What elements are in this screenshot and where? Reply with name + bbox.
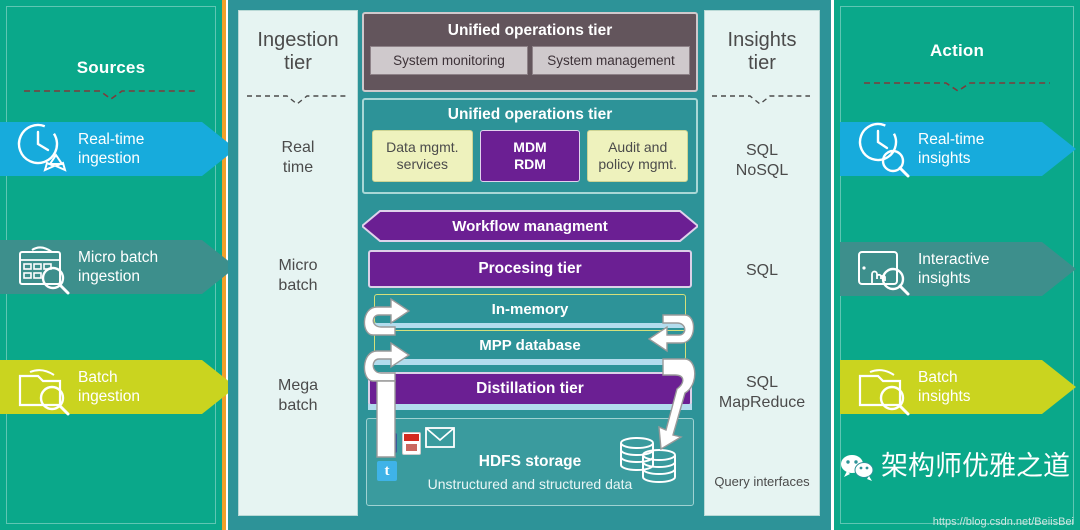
chip-label: Micro batch ingestion [78,248,158,286]
chip-batch-insights[interactable]: Batch insights [840,356,1076,418]
ingestion-title-line1: Ingestion [257,29,339,51]
ingestion-dashed-connector [245,93,349,107]
chip-label: Real-time insights [918,130,984,168]
chip-label: Batch insights [918,368,971,406]
hdfs-storage-subtitle: Unstructured and structured data [427,476,633,492]
insights-tier-title: Insights tier [705,29,819,75]
arrow-shape [0,122,236,176]
calendar-search-icon [12,238,78,296]
insights-row-sql-nosql: SQL NoSQL [705,141,819,181]
system-monitoring-box[interactable]: System monitoring [370,46,528,75]
chip-label-line2: insights [918,150,971,167]
ingestion-row-mega-batch: Mega batch [239,376,357,416]
ingestion-row-0-line2: time [282,159,314,176]
ingestion-row-2-line1: Mega [277,377,319,394]
chip-label-line1: Interactive [918,251,990,268]
insights-row-1-line1: SQL [745,262,778,279]
chip-real-time-ingestion[interactable]: Real-time ingestion [0,118,236,180]
clock-recycle-icon [12,120,78,178]
insights-row-0-line1: SQL [745,142,778,159]
audit-line1: Audit and [608,139,668,155]
tablet-touch-search-icon [852,240,918,298]
insights-tier-panel: Insights tier SQL NoSQL SQL SQL MapReduc… [704,10,820,516]
chip-label-line2: ingestion [78,388,141,405]
database-stack-icon [617,433,679,496]
ingestion-row-1-line1: Micro [278,257,318,274]
pdf-icon [402,432,421,455]
hdfs-storage-title: HDFS storage [478,453,582,470]
chip-label-line1: Real-time [78,131,145,148]
folder-search-icon [12,358,78,416]
ingestion-row-micro-batch: Micro batch [239,256,357,296]
data-mgmt-services-box[interactable]: Data mgmt. services [372,130,473,182]
insights-row-sql-mapreduce: SQL MapReduce [705,373,819,413]
uot-top-title: Unified operations tier [447,22,613,39]
mdm-rdm-box[interactable]: MDM RDM [479,130,581,182]
hdfs-storage-box: f t HDFS storage Unstructured and struct… [366,418,694,506]
chip-label-line1: Batch [78,369,118,386]
chip-batch-ingestion[interactable]: Batch ingestion [0,356,236,418]
ingestion-title-line2: tier [284,52,312,74]
watermark-text: 架构师优雅之道 [881,451,1070,482]
sources-dashed-connector [22,88,200,102]
system-management-box[interactable]: System management [532,46,690,75]
chip-real-time-insights[interactable]: Real-time insights [840,118,1076,180]
folder-search-icon [852,358,918,416]
action-dashed-connector [862,80,1052,94]
insights-row-sql: SQL [705,261,819,281]
data-mgmt-line2: services [396,156,449,172]
chip-label-line2: ingestion [78,268,141,285]
insights-title-line2: tier [748,52,776,74]
chip-interactive-insights[interactable]: Interactive insights [840,238,1076,300]
arrow-shape [840,242,1076,296]
envelope-icon [425,427,455,453]
insights-query-interfaces-label: Query interfaces [714,474,810,489]
center-action-divider [828,0,831,530]
insights-dashed-connector [710,93,812,107]
wechat-icon [840,453,874,481]
chip-label-line2: ingestion [78,150,141,167]
chip-label: Interactive insights [918,250,990,288]
twitter-icon: t [377,461,397,481]
action-title: Action [929,41,985,60]
audit-line2: policy mgmt. [598,156,677,172]
mdm-line: MDM [513,139,547,155]
facebook-icon: f [377,433,397,453]
chip-label-line1: Real-time [918,131,985,148]
workflow-management-banner[interactable]: Workflow managment [360,210,700,242]
insights-title-line1: Insights [727,29,797,51]
ingestion-tier-title: Ingestion tier [239,29,357,75]
processing-tier-box[interactable]: Procesing tier [368,250,692,288]
audit-policy-mgmt-box[interactable]: Audit and policy mgmt. [587,130,689,182]
watermark: 架构师优雅之道 [840,452,1070,482]
uot-second-title: Unified operations tier [447,106,613,123]
in-memory-box[interactable]: In-memory [373,294,687,328]
unified-operations-tier-top: Unified operations tier System monitorin… [362,12,698,92]
rdm-line: RDM [514,156,546,172]
insights-row-2-line2: MapReduce [718,394,806,411]
chip-label-line2: insights [918,270,971,287]
distillation-tier-box[interactable]: Distillation tier [368,372,692,410]
clock-search-icon [852,120,918,178]
sources-title: Sources [76,58,146,77]
ingestion-row-0-line1: Real [281,139,315,156]
mpp-database-box[interactable]: MPP database [373,330,687,365]
chip-label: Real-time ingestion [78,130,144,168]
source-url: https://blog.csdn.net/BeiisBei [932,516,1074,528]
chip-label-line2: insights [918,388,971,405]
chip-label-line1: Micro batch [78,249,159,266]
ingestion-row-2-line2: batch [278,397,318,414]
data-mgmt-line1: Data mgmt. [386,139,459,155]
ingestion-tier-panel: Ingestion tier Real time Micro batch Meg… [238,10,358,516]
chip-micro-batch-ingestion[interactable]: Micro batch ingestion [0,236,236,298]
arrow-shape [840,122,1076,176]
chip-label: Batch ingestion [78,368,140,406]
insights-row-2-line1: SQL [745,374,778,391]
workflow-management-label: Workflow managment [452,217,608,235]
ingestion-row-real-time: Real time [239,138,357,178]
insights-row-0-line2: NoSQL [735,162,789,179]
ingestion-row-1-line2: batch [278,277,318,294]
chip-label-line1: Batch [918,369,958,386]
unified-operations-tier-second: Unified operations tier Data mgmt. servi… [362,98,698,194]
